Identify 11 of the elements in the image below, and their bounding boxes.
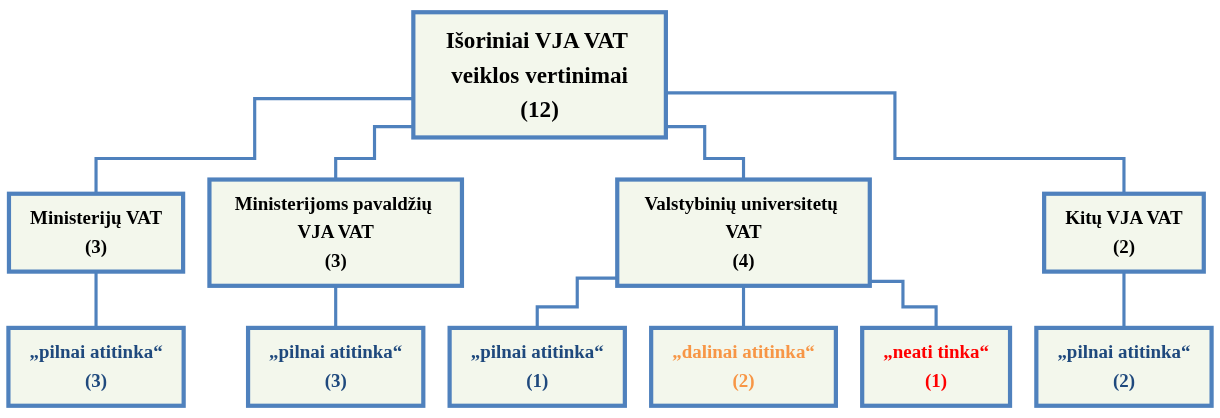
node-box: „neati tinka“ (1) [860,325,1013,408]
node-box: Ministerijoms pavaldžių VJA VAT (3) [207,177,465,288]
node-box: Valstybinių universitetų VAT (4) [615,177,872,288]
node-box: „pilnai atitinka“ (3) [6,325,186,408]
node-box: „pilnai atitinka“ (2) [1034,325,1214,408]
node-box: Kitų VJA VAT (2) [1042,191,1206,274]
node-box: „pilnai atitinka“ (3) [245,325,426,408]
node-box: Ministerijų VAT (3) [6,191,186,274]
node-box: „dalinai atitinka“ (2) [649,325,838,408]
node-box: Išoriniai VJA VAT veiklos vertinimai (12) [411,10,668,140]
node-box: „pilnai atitinka“ (1) [447,325,627,408]
